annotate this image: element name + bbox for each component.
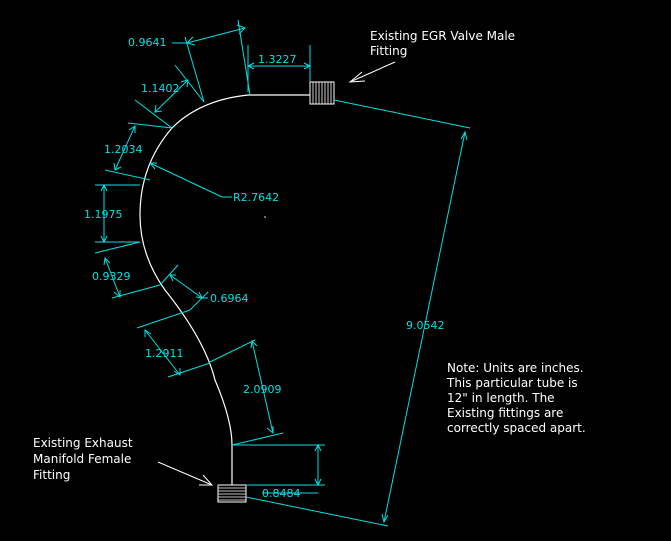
dim-label-1-2034: 1.2034 — [104, 143, 143, 156]
dimension-1-3227 — [246, 45, 312, 92]
dim-label-0-6964: 0.6964 — [210, 292, 249, 305]
egr-fitting-label-line1: Existing EGR Valve Male — [370, 29, 515, 43]
dimension-r-2-7642 — [148, 162, 232, 198]
exhaust-leader-arrow — [157, 461, 214, 486]
dimension-1-1402 — [134, 64, 205, 129]
egr-fitting-label-line2: Fitting — [370, 44, 407, 58]
dimension-0-9329 — [94, 241, 161, 299]
exhaust-fitting-label-line3: Fitting — [33, 468, 70, 482]
exhaust-fitting-label-line2: Manifold Female — [33, 452, 131, 466]
note-line3: 12" in length. The — [447, 391, 555, 405]
dim-label-1-1975: 1.1975 — [84, 208, 123, 221]
note-line1: Note: Units are inches. — [447, 361, 584, 375]
dim-label-0-9641: 0.9641 — [128, 36, 167, 49]
dim-label-1-3227: 1.3227 — [258, 53, 297, 66]
exhaust-fitting-icon — [217, 484, 247, 503]
dim-label-r-2-7642: R2.7642 — [233, 191, 279, 204]
dimension-1-2911 — [136, 309, 211, 378]
arc-center-mark — [264, 216, 266, 218]
dim-label-1-2911: 1.2911 — [145, 347, 184, 360]
dim-label-9-0542: 9.0542 — [406, 319, 445, 332]
dimension-0-6964 — [159, 264, 209, 311]
egr-leader-arrow — [348, 61, 396, 83]
dim-label-2-0909: 2.0909 — [243, 383, 282, 396]
dim-label-0-9329: 0.9329 — [92, 270, 131, 283]
dimension-1-1975 — [95, 183, 140, 244]
tube-path — [139, 94, 310, 485]
egr-fitting-icon — [309, 81, 335, 105]
dimension-1-2034 — [104, 122, 173, 181]
note-line4: Existing fittings are — [447, 406, 563, 420]
dimension-9-0542 — [245, 99, 471, 527]
dimension-2-0909 — [209, 339, 284, 446]
dimension-0-8484 — [232, 443, 325, 494]
note-line5: correctly spaced apart. — [447, 421, 586, 435]
dim-label-1-1402: 1.1402 — [141, 82, 180, 95]
exhaust-fitting-label-line1: Existing Exhaust — [33, 436, 133, 450]
note-line2: This particular tube is — [446, 376, 578, 390]
dim-label-0-8484: 0.8484 — [262, 487, 301, 500]
